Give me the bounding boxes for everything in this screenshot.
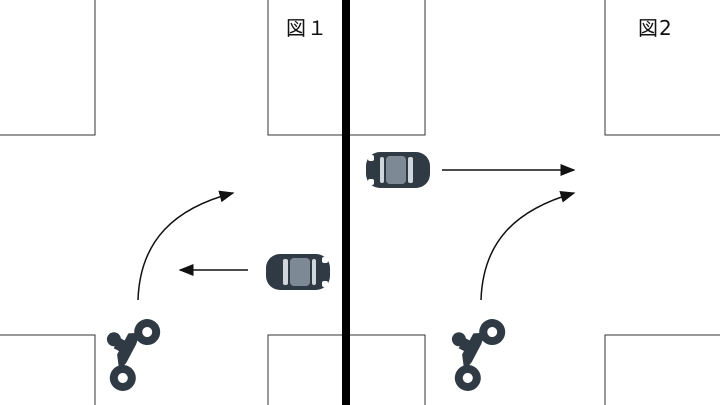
motorcycle-icon (451, 319, 506, 391)
road-corner-bottom-right (267, 334, 342, 405)
road-corner-top-right (267, 0, 342, 136)
motorcycle-icon (106, 319, 161, 391)
intersection-1 (0, 0, 342, 405)
car-icon (366, 152, 430, 188)
figure-2-panel: 図2 (350, 0, 720, 405)
road-corner-top-left (350, 0, 426, 136)
road-corner-top-right (604, 0, 720, 136)
figure-label: 図１ (286, 16, 328, 40)
figure-1-panel: 図１ (0, 0, 342, 405)
intersection-2 (350, 0, 720, 405)
motorcycle-turn-arrow (137, 190, 235, 301)
car-icon (266, 254, 330, 290)
panel-divider (342, 0, 350, 405)
figure-label: 図2 (638, 16, 673, 40)
road-corner-bottom-left (0, 334, 96, 405)
road-corner-top-left (0, 0, 96, 136)
road-corner-bottom-left (350, 334, 426, 405)
motorcycle-turn-arrow (480, 190, 576, 301)
road-corner-bottom-right (604, 334, 720, 405)
